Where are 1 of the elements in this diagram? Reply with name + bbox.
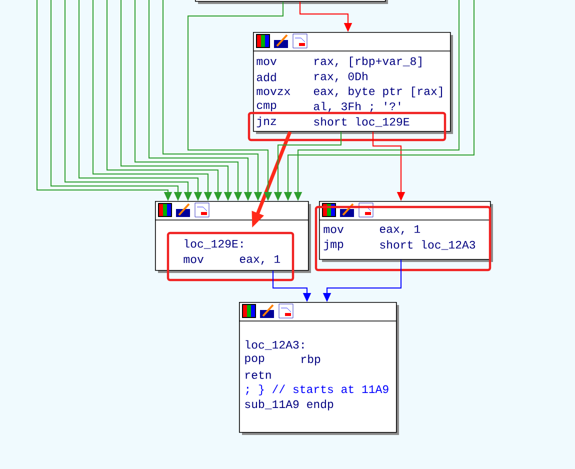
- code-block: [195, 0, 388, 4]
